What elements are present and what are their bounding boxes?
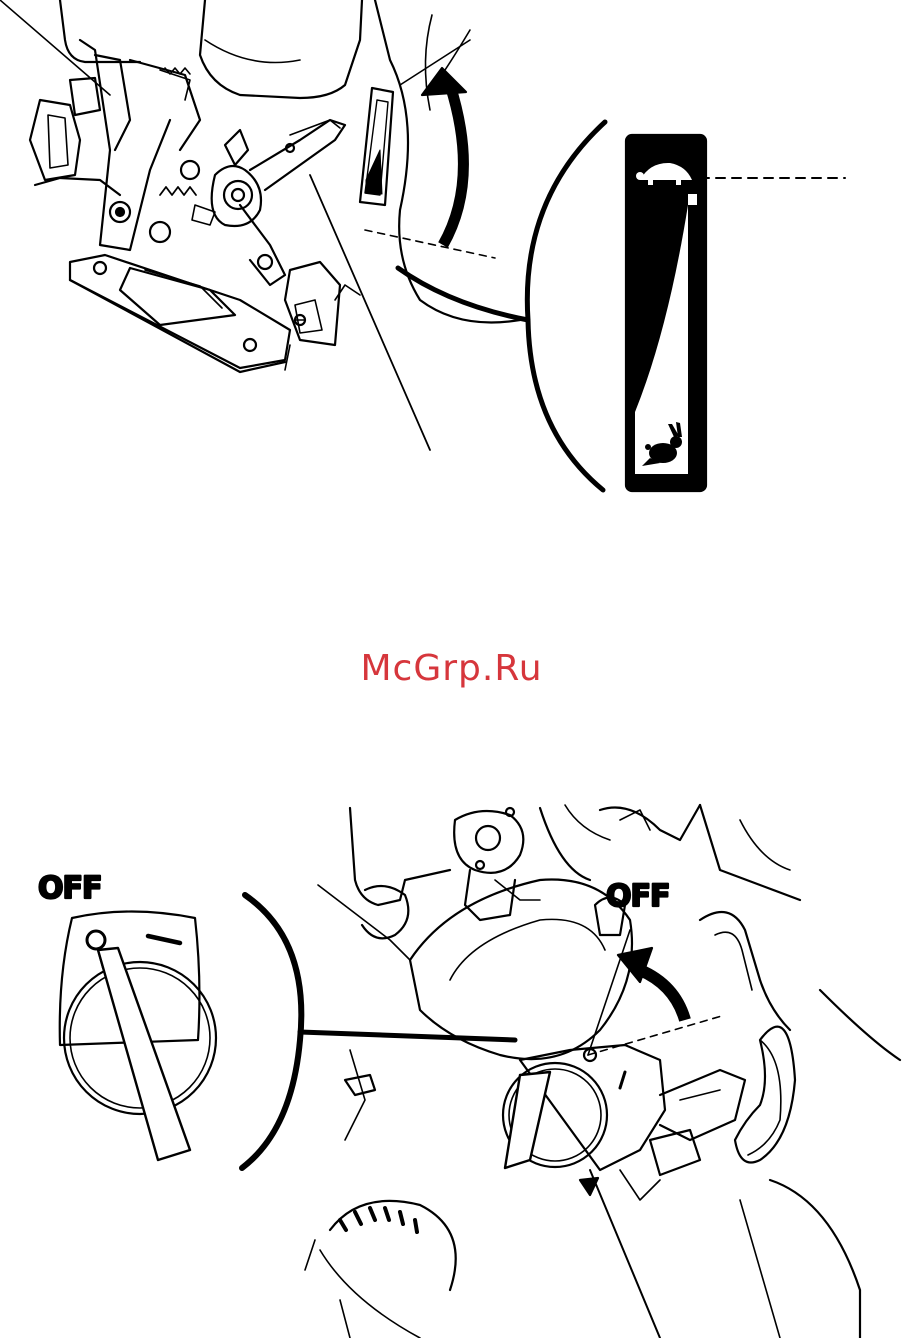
fuel-valve-off-label-engine: OFF [606, 879, 670, 914]
fuel-valve-off-label-detail: OFF [38, 871, 102, 906]
